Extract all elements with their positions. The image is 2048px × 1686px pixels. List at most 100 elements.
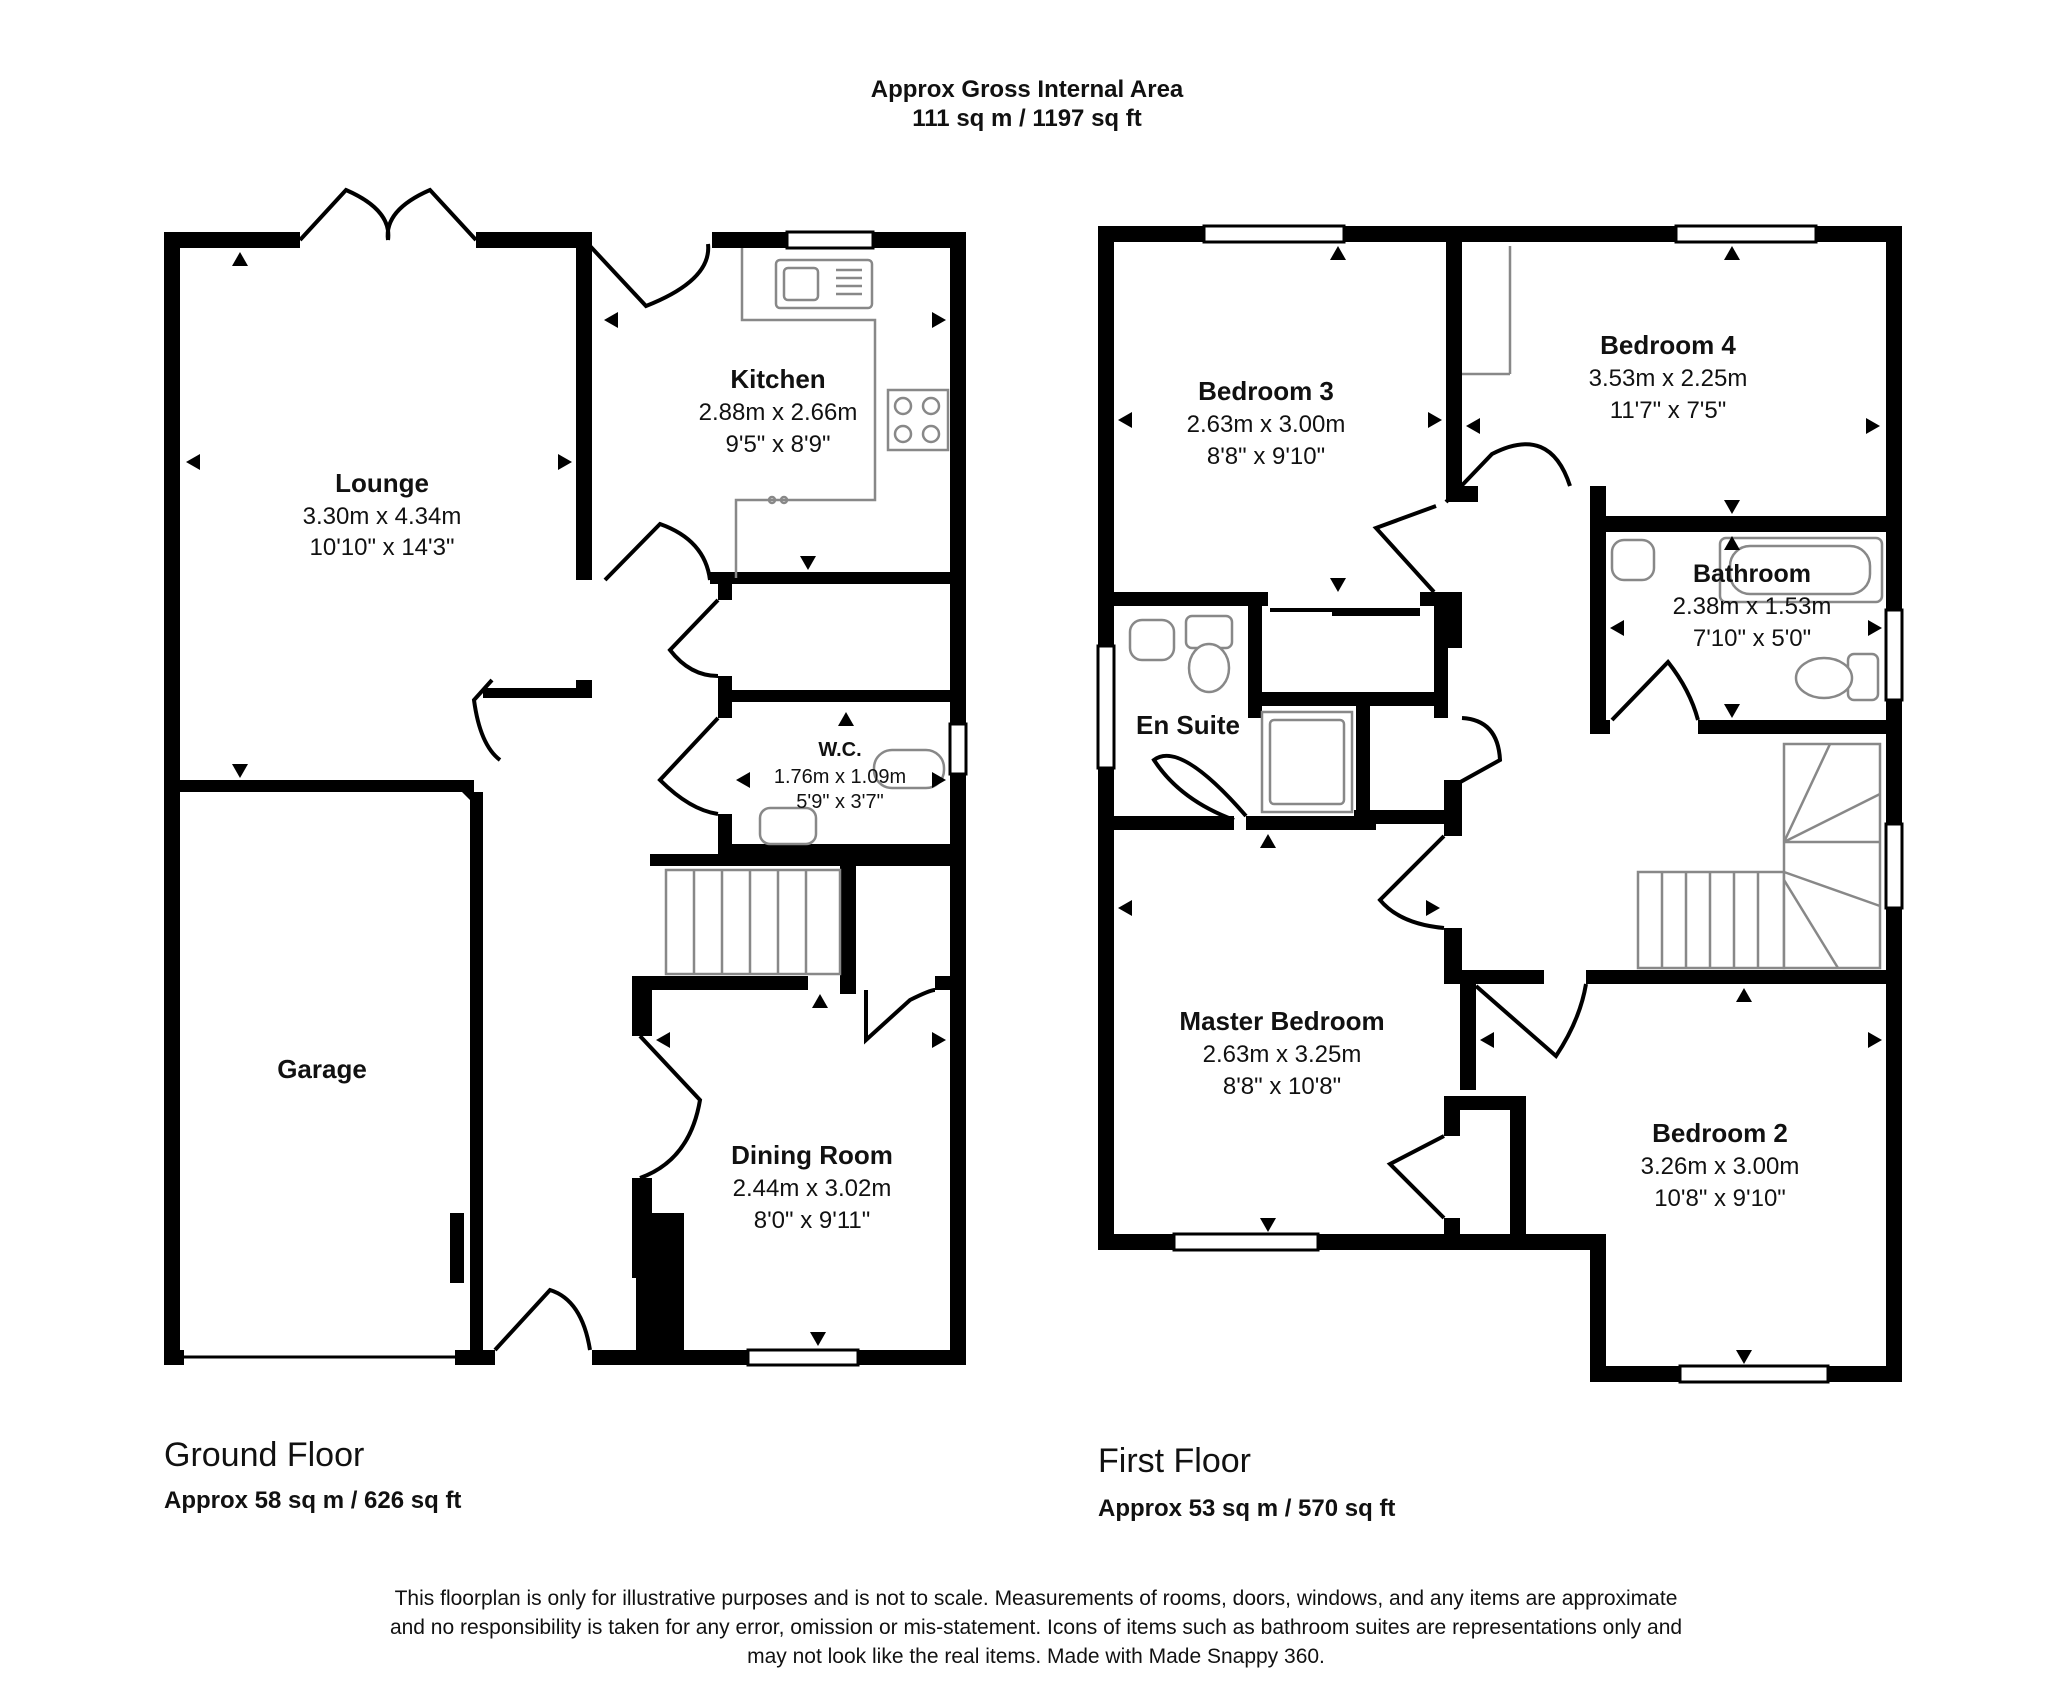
ground-floor-windows — [184, 230, 968, 1367]
room-imperial: 10'10" x 14'3" — [310, 534, 455, 561]
first-floor-area: Approx 53 sq m / 570 sq ft — [1098, 1495, 1395, 1522]
understairs-door — [864, 988, 936, 1045]
bedroom4-window — [1674, 224, 1818, 244]
ground-floor-doors — [298, 187, 936, 1352]
ensuite-toilet-bowl — [1187, 642, 1231, 694]
disclaimer-line-3: may not look like the real items. Made w… — [747, 1645, 1325, 1668]
room-imperial: 8'8" x 10'8" — [1223, 1073, 1341, 1100]
dining-door — [638, 1034, 703, 1180]
master-window — [1172, 1232, 1320, 1252]
first-floor-plan: Bedroom 3 2.63m x 3.00m 8'8" x 9'10" Bed… — [1096, 224, 1904, 1384]
landing-window — [1884, 822, 1904, 910]
header-title: Approx Gross Internal Area — [871, 76, 1184, 103]
room-label-kitchen: Kitchen 2.88m x 2.66m 9'5" x 8'9" — [699, 364, 858, 458]
room-label-wc: W.C. 1.76m x 1.09m 5'9" x 3'7" — [774, 739, 906, 813]
room-label-ensuite: En Suite — [1136, 710, 1240, 740]
room-metric: 2.38m x 1.53m — [1673, 593, 1832, 620]
store-door — [667, 598, 720, 678]
room-metric: 2.44m x 3.02m — [733, 1175, 892, 1202]
room-imperial: 7'10" x 5'0" — [1693, 625, 1811, 652]
room-name: Bedroom 2 — [1652, 1118, 1788, 1148]
bedroom2-door — [1474, 983, 1588, 1060]
bedroom4-door — [1444, 442, 1572, 504]
front-door — [493, 1287, 592, 1352]
room-label-bathroom: Bathroom 2.38m x 1.53m 7'10" x 5'0" — [1673, 560, 1832, 652]
ground-floor-title: Ground Floor — [164, 1436, 364, 1474]
first-floor-doors — [1151, 442, 1700, 1220]
wc-door — [657, 716, 720, 816]
ground-floor-area: Approx 58 sq m / 626 sq ft — [164, 1487, 461, 1514]
bedroom3-window — [1202, 224, 1346, 244]
disclaimer-line-1: This floorplan is only for illustrative … — [395, 1587, 1678, 1610]
room-label-lounge: Lounge 3.30m x 4.34m 10'10" x 14'3" — [303, 468, 462, 561]
bathroom-basin — [1610, 538, 1656, 582]
wc-window — [948, 722, 968, 776]
bathroom-toilet-bowl — [1794, 656, 1854, 700]
disclaimer-line-2: and no responsibility is taken for any e… — [390, 1616, 1682, 1639]
room-metric: 3.30m x 4.34m — [303, 503, 462, 530]
ensuite-basin — [1128, 618, 1176, 662]
first-floor-title: First Floor — [1098, 1442, 1251, 1480]
french-door-right — [385, 187, 478, 242]
room-imperial: 10'8" x 9'10" — [1654, 1185, 1786, 1212]
room-imperial: 11'7" x 7'5" — [1610, 397, 1727, 424]
kitchen-hall-door — [603, 521, 712, 582]
bedroom2-window — [1678, 1364, 1830, 1384]
ground-floor-walls — [164, 232, 966, 1365]
bathroom-door — [1610, 658, 1700, 722]
ensuite-door — [1151, 754, 1248, 822]
room-metric: 1.76m x 1.09m — [774, 766, 906, 788]
room-label-master: Master Bedroom 2.63m x 3.25m 8'8" x 10'8… — [1179, 1006, 1384, 1100]
wc-fixtures — [758, 748, 946, 846]
cupboard-door — [1445, 716, 1503, 792]
room-metric: 2.63m x 3.00m — [1187, 411, 1346, 438]
first-floor-fixtures — [1128, 246, 1884, 814]
room-label-bedroom2: Bedroom 2 3.26m x 3.00m 10'8" x 9'10" — [1641, 1118, 1800, 1212]
room-name: Master Bedroom — [1179, 1006, 1384, 1036]
room-name: Dining Room — [731, 1140, 893, 1170]
room-imperial: 8'8" x 9'10" — [1207, 443, 1325, 470]
room-metric: 2.88m x 2.66m — [699, 399, 858, 426]
room-name: Bedroom 3 — [1198, 376, 1334, 406]
french-door-left — [298, 187, 391, 242]
first-floor-dimension-arrows — [1118, 246, 1882, 1364]
kitchen-window — [785, 230, 875, 250]
room-imperial: 8'0" x 9'11" — [754, 1207, 871, 1234]
first-floor-stairs — [1636, 742, 1882, 970]
room-name: Garage — [277, 1054, 367, 1084]
stairs-winder — [1782, 742, 1882, 970]
kitchen-fixtures — [734, 248, 950, 578]
ground-floor-caption: Ground Floor Approx 58 sq m / 626 sq ft — [164, 1436, 461, 1514]
kitchen-back-door — [588, 243, 711, 309]
room-metric: 3.53m x 2.25m — [1589, 365, 1748, 392]
ensuite-window — [1096, 644, 1116, 770]
room-metric: 3.26m x 3.00m — [1641, 1153, 1800, 1180]
stairs — [664, 868, 842, 976]
kitchen-worktop — [734, 248, 877, 578]
wc-basin — [758, 806, 818, 846]
dining-window — [746, 1348, 860, 1367]
room-label-dining: Dining Room 2.44m x 3.02m 8'0" x 9'11" — [731, 1140, 893, 1234]
ground-floor-dimension-arrows — [186, 252, 946, 1346]
disclaimer: This floorplan is only for illustrative … — [390, 1587, 1682, 1668]
room-name: Kitchen — [730, 364, 825, 394]
room-name: W.C. — [818, 739, 861, 761]
room-name: Lounge — [335, 468, 429, 498]
header: Approx Gross Internal Area 111 sq m / 11… — [871, 76, 1184, 132]
bathroom-window — [1884, 608, 1904, 702]
room-name: En Suite — [1136, 710, 1240, 740]
room-label-bedroom4: Bedroom 4 3.53m x 2.25m 11'7" x 7'5" — [1589, 330, 1748, 424]
first-floor-caption: First Floor Approx 53 sq m / 570 sq ft — [1098, 1442, 1395, 1522]
room-imperial: 9'5" x 8'9" — [726, 431, 831, 458]
room-imperial: 5'9" x 3'7" — [796, 791, 883, 813]
room-label-garage: Garage — [277, 1054, 367, 1084]
room-label-bedroom3: Bedroom 3 2.63m x 3.00m 8'8" x 9'10" — [1187, 376, 1346, 470]
room-name: Bathroom — [1693, 560, 1811, 588]
room-metric: 2.63m x 3.25m — [1203, 1041, 1362, 1068]
master-cupboard-door — [1386, 1134, 1446, 1220]
header-total-area: 111 sq m / 1197 sq ft — [912, 105, 1141, 132]
lounge-door — [471, 678, 502, 762]
first-floor-windows — [1096, 224, 1904, 1384]
wc-toilet — [872, 748, 946, 790]
